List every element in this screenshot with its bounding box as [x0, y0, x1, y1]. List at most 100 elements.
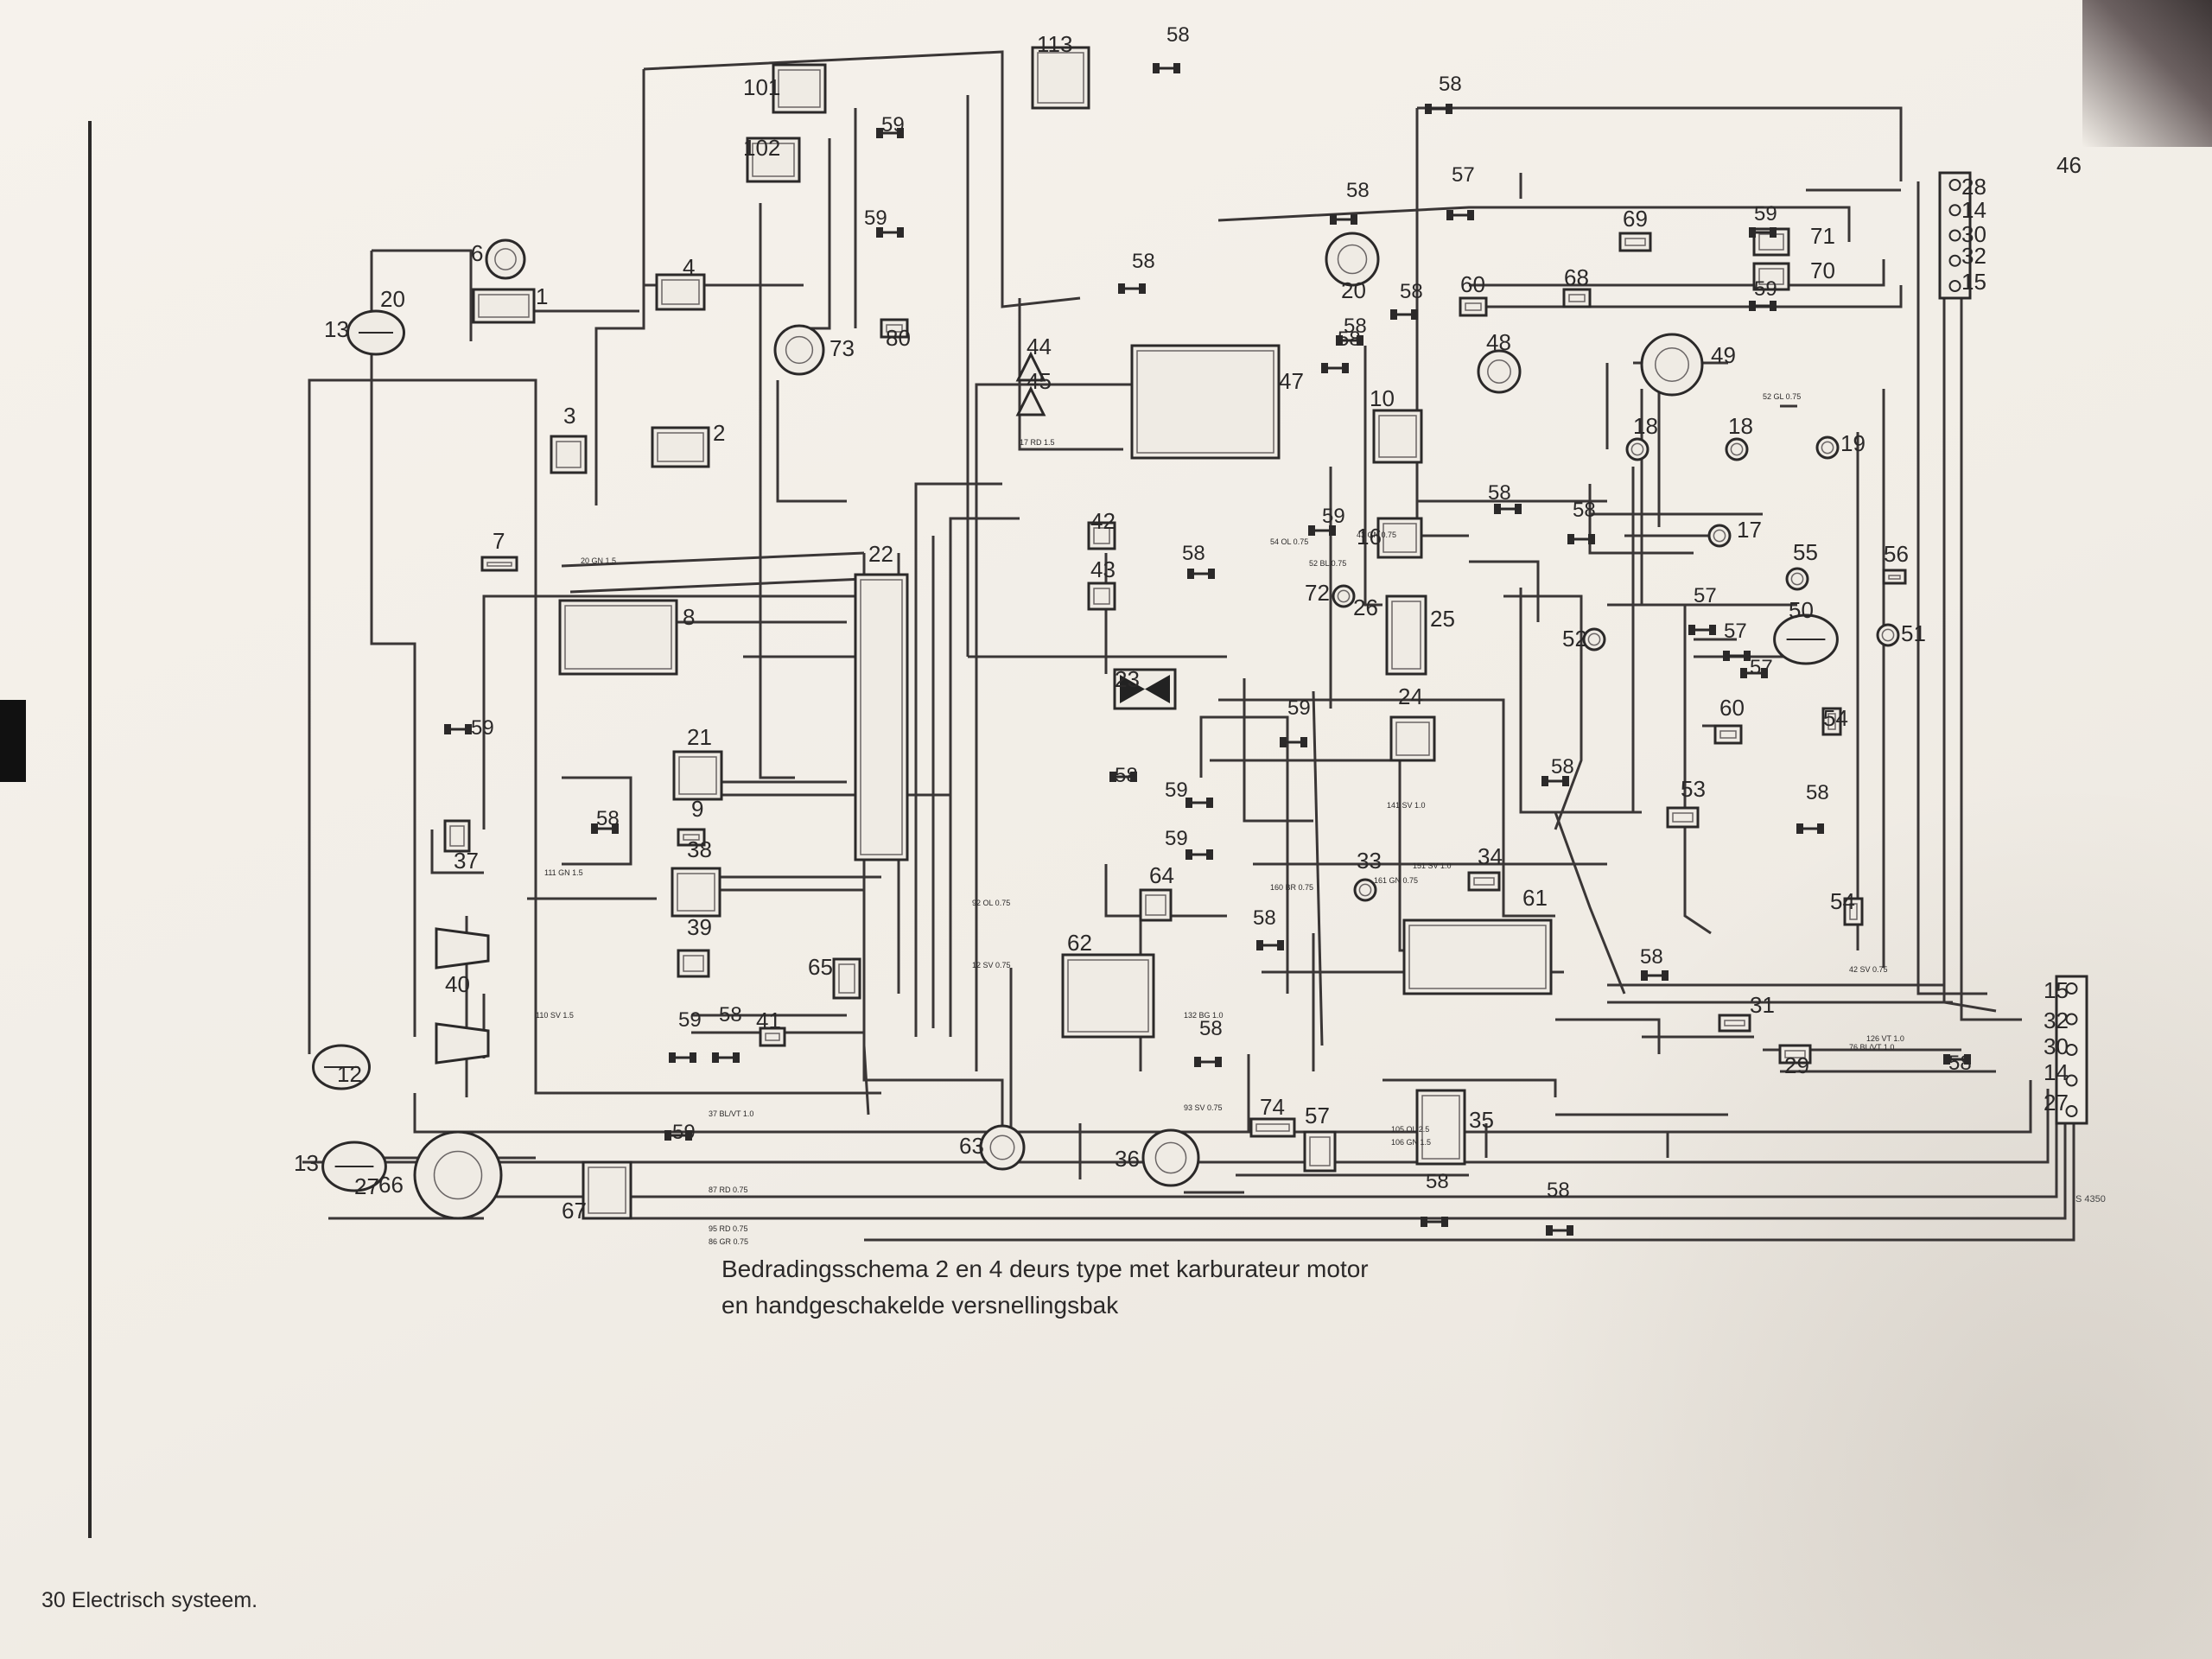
- connector-59: [1185, 849, 1213, 860]
- component-53: [1666, 806, 1700, 829]
- component-12: [312, 1044, 371, 1090]
- component-60: [1713, 724, 1743, 745]
- connector-59: [1185, 798, 1213, 808]
- component-symbols: [312, 46, 2088, 1236]
- component-number-101: 101: [743, 74, 780, 100]
- component-44: [1015, 351, 1046, 382]
- connector-58: [1541, 776, 1569, 786]
- wire-label: 93 SV 0.75: [1184, 1103, 1223, 1112]
- component-9: [677, 828, 706, 847]
- wire-label: 110 SV 1.5: [536, 1011, 574, 1020]
- connector-58: [1494, 504, 1522, 514]
- connector-59: [876, 128, 904, 138]
- component-64: [1139, 888, 1173, 922]
- component-number-65: 65: [808, 954, 833, 980]
- connector-number-58: 58: [1439, 73, 1462, 96]
- component-number-23: 23: [1115, 666, 1140, 692]
- component-number-67: 67: [562, 1198, 587, 1224]
- component-34: [1467, 871, 1501, 892]
- component-number-52: 52: [1562, 626, 1587, 652]
- component-113: [1031, 46, 1090, 110]
- connector-number-59: 59: [881, 113, 905, 137]
- connector-number-59: 59: [1322, 505, 1345, 528]
- component-73: [773, 324, 825, 376]
- wire-label: 54 OL 0.75: [1270, 537, 1308, 546]
- wire-label: 42 SV 0.75: [1849, 965, 1888, 974]
- connector-number-58: 58: [1132, 250, 1155, 273]
- component-49: [1640, 333, 1704, 397]
- component-number-70: 70: [1810, 257, 1835, 283]
- connector-number-58: 58: [1166, 23, 1190, 47]
- component-number-7: 7: [493, 528, 505, 554]
- connector-number-57: 57: [1694, 584, 1717, 607]
- connector-59: [1749, 301, 1777, 311]
- wire-label: 12 SV 0.75: [972, 961, 1011, 969]
- component-number-60: 60: [1460, 271, 1485, 297]
- component-number-26: 26: [1353, 594, 1378, 620]
- component-68: [1562, 288, 1592, 308]
- component-number-15: 15: [1961, 269, 1986, 295]
- connector-number-58: 58: [1346, 179, 1370, 202]
- component-number-48: 48: [1486, 329, 1511, 355]
- component-22: [854, 573, 909, 861]
- component-56: [1882, 569, 1907, 585]
- component-number-73: 73: [830, 335, 855, 361]
- connector-59: [1308, 525, 1336, 536]
- connector-58: [1321, 363, 1349, 373]
- component-number-20: 20: [380, 286, 405, 312]
- component-number-9: 9: [691, 796, 703, 822]
- component-31: [1718, 1014, 1751, 1033]
- connector-59: [1280, 737, 1307, 747]
- connector-number-58: 58: [1338, 327, 1361, 351]
- component-10: [1372, 409, 1423, 464]
- component-number-49: 49: [1711, 342, 1736, 368]
- component-50: [1773, 613, 1839, 665]
- connector-number-58: 58: [719, 1003, 742, 1027]
- page-footer: 30 Electrisch systeem.: [41, 1588, 257, 1613]
- component-48: [1477, 349, 1522, 394]
- component-number-27: 27: [354, 1173, 379, 1199]
- component-17: [1707, 524, 1732, 548]
- component-number-74: 74: [1260, 1094, 1285, 1120]
- component-65: [832, 957, 861, 1000]
- component-number-20: 20: [1341, 277, 1366, 303]
- wire-label: 161 GN 0.75: [1374, 876, 1418, 885]
- component-number-4: 4: [683, 254, 695, 280]
- connector-58: [1187, 569, 1215, 579]
- connector-number-57: 57: [1452, 163, 1475, 187]
- connector-58: [712, 1052, 740, 1063]
- connector-58: [1336, 335, 1363, 346]
- component-4: [655, 273, 706, 311]
- connector-number-58: 58: [1426, 1170, 1449, 1193]
- component-number-29: 29: [1784, 1052, 1809, 1078]
- component-8: [558, 599, 678, 676]
- connector-number-58: 58: [1115, 764, 1138, 787]
- component-number-72: 72: [1305, 580, 1330, 606]
- component-number-10: 10: [1370, 385, 1395, 411]
- connector-58: [1256, 940, 1284, 950]
- connector-number-58: 58: [1199, 1017, 1223, 1040]
- connector-number-58: 58: [1400, 280, 1423, 303]
- wire-label: 132 BG 1.0: [1184, 1011, 1224, 1020]
- connector-number-58: 58: [1547, 1179, 1570, 1202]
- component-28: [1938, 171, 1972, 300]
- component-number-50: 50: [1789, 597, 1814, 623]
- wire-label: 43 GN 0.75: [1357, 531, 1396, 539]
- component-number-51: 51: [1901, 620, 1926, 646]
- connector-58: [1330, 214, 1357, 225]
- component-41: [759, 1027, 786, 1047]
- component-6: [485, 238, 526, 280]
- connector-58: [1421, 1217, 1448, 1227]
- component-number-42: 42: [1090, 508, 1116, 534]
- component-24: [1389, 715, 1436, 762]
- caption-line-2: en handgeschakelde versnellingsbak: [721, 1292, 1119, 1319]
- component-number-47: 47: [1279, 368, 1304, 394]
- section-tab-marker: [0, 700, 26, 782]
- component-37: [443, 819, 471, 853]
- connector-number-59: 59: [672, 1121, 696, 1144]
- component-number-38: 38: [687, 836, 712, 862]
- connector-number-58: 58: [1806, 781, 1829, 804]
- connector-58: [1943, 1054, 1971, 1065]
